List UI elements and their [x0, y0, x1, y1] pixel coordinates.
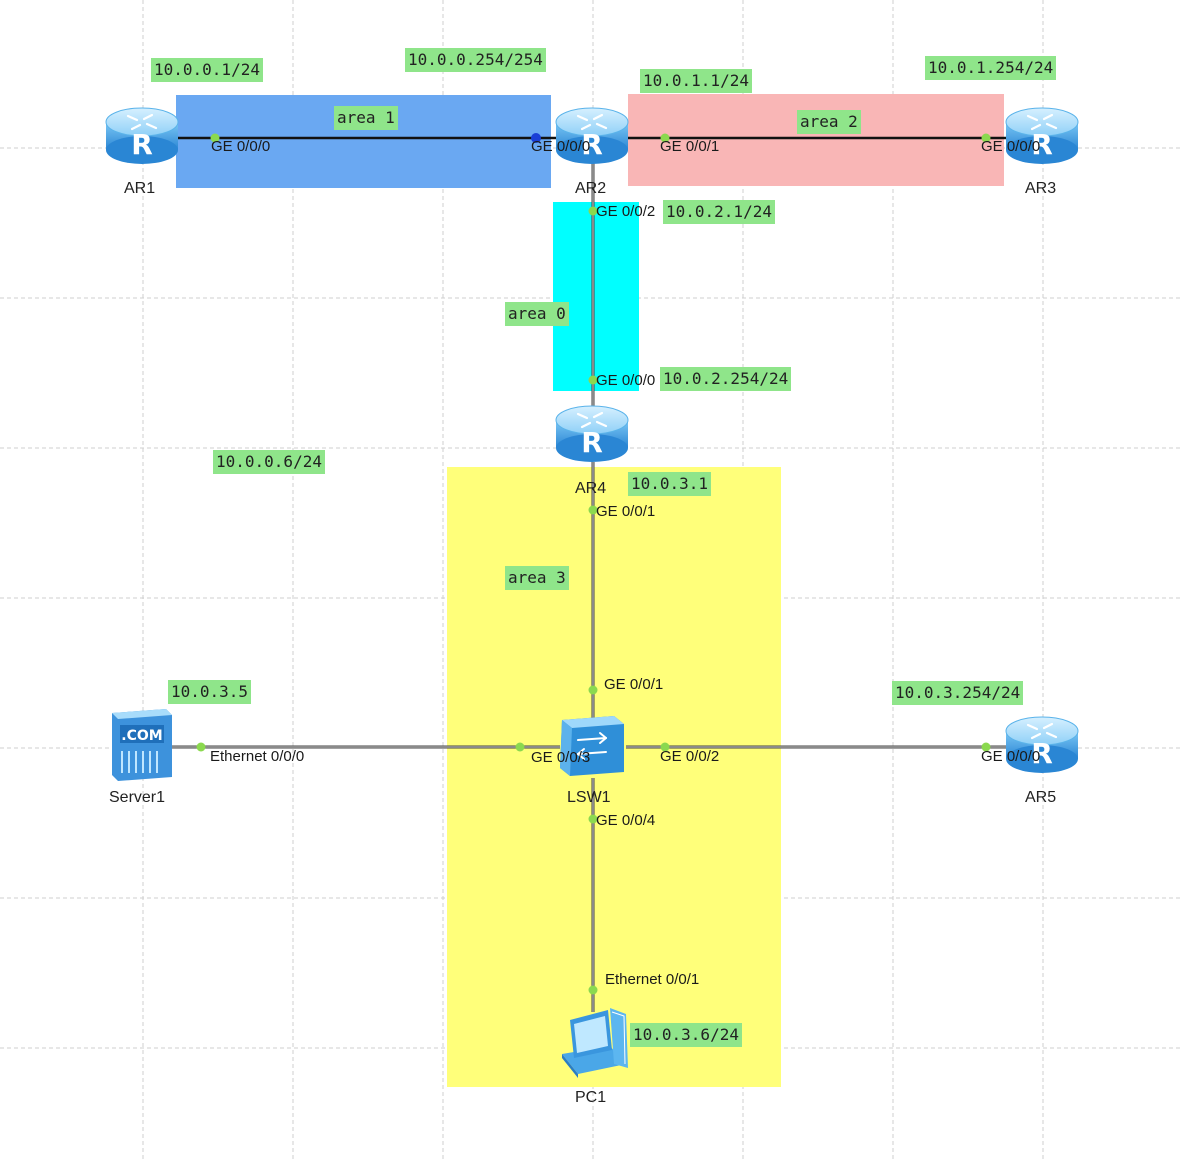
- port-label-pc1-eth001: Ethernet 0/0/1: [605, 971, 700, 988]
- router-icon[interactable]: [554, 404, 630, 464]
- area-0-region: [553, 202, 639, 391]
- ip-label-ar2-area2: 10.0.1.1/24: [640, 69, 752, 93]
- ip-label-server1: 10.0.3.5: [168, 680, 252, 704]
- port-label-lsw1-ge004: GE 0/0/4: [596, 812, 656, 829]
- device-name-lsw1[interactable]: LSW1: [567, 789, 611, 806]
- device-name-ar1[interactable]: AR1: [124, 180, 156, 197]
- port-label-ar2-ge001: GE 0/0/1: [660, 138, 720, 155]
- area-1-label: area 1: [334, 106, 398, 130]
- ip-label-ar5: 10.0.3.254/24: [892, 681, 1024, 705]
- ip-label-floating: 10.0.0.6/24: [213, 450, 325, 474]
- server-icon[interactable]: .COM: [112, 709, 172, 781]
- switch-icon[interactable]: [560, 716, 624, 776]
- ip-label-ar4-area0: 10.0.2.254/24: [660, 367, 792, 391]
- ip-label-ar1: 10.0.0.1/24: [151, 58, 263, 82]
- port-dots: [196, 133, 991, 995]
- device-name-ar2[interactable]: AR2: [575, 180, 607, 197]
- port-label-lsw1-ge003: GE 0/0/3: [531, 749, 591, 766]
- device-name-server1[interactable]: Server1: [109, 789, 166, 806]
- ip-label-ar2-area0: 10.0.2.1/24: [663, 200, 775, 224]
- pc-icon[interactable]: [562, 1008, 628, 1078]
- area-0-label: area 0: [505, 302, 569, 326]
- port-label-lsw1-ge001: GE 0/0/1: [604, 676, 664, 693]
- svg-text:.COM: .COM: [121, 728, 162, 744]
- device-name-ar3[interactable]: AR3: [1025, 180, 1057, 197]
- area-3-label: area 3: [505, 566, 569, 590]
- port-label-ar5-ge000: GE 0/0/0: [981, 748, 1041, 765]
- ip-label-pc1: 10.0.3.6/24: [630, 1023, 742, 1047]
- ip-label-ar4-area3: 10.0.3.1: [628, 472, 712, 496]
- device-name-ar5[interactable]: AR5: [1025, 789, 1057, 806]
- port-label-ar4-ge000: GE 0/0/0: [596, 372, 656, 389]
- port-label-ar3-ge000: GE 0/0/0: [981, 138, 1041, 155]
- area-2-region: [628, 94, 1004, 186]
- router-icon[interactable]: [104, 106, 180, 166]
- port-label-server1-eth000: Ethernet 0/0/0: [210, 748, 305, 765]
- ip-label-ar2-area1: 10.0.0.254/254: [405, 48, 546, 72]
- ip-label-ar3: 10.0.1.254/24: [925, 56, 1057, 80]
- area-2-label: area 2: [797, 110, 861, 134]
- port-label-ar4-ge001: GE 0/0/1: [596, 503, 656, 520]
- area-3-region: [447, 467, 781, 1087]
- port-label-lsw1-ge002: GE 0/0/2: [660, 748, 720, 765]
- port-label-ar1-ge000: GE 0/0/0: [211, 138, 271, 155]
- device-name-ar4[interactable]: AR4: [575, 480, 607, 497]
- port-label-ar2-ge002: GE 0/0/2: [596, 203, 656, 220]
- port-label-ar2-ge000: GE 0/0/0: [531, 138, 591, 155]
- device-name-pc1[interactable]: PC1: [575, 1089, 607, 1106]
